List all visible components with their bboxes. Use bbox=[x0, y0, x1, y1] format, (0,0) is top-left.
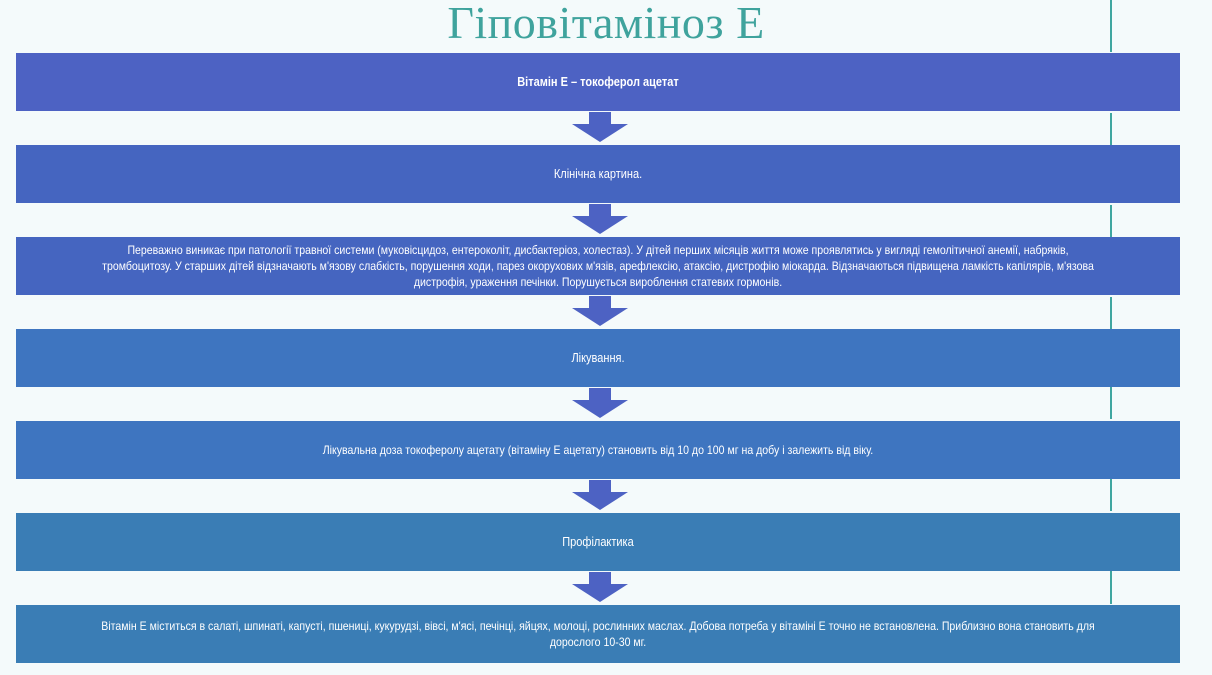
flow-box-text: Клінічна картина. bbox=[553, 167, 643, 181]
decorative-tick-line bbox=[1110, 297, 1112, 334]
flow-box-prophylaxis-body: Вітамін Е міститься в салаті, шпинаті, к… bbox=[16, 605, 1180, 663]
down-arrow-icon bbox=[572, 112, 628, 142]
decorative-tick-line bbox=[1110, 474, 1112, 511]
down-arrow-icon bbox=[572, 480, 628, 510]
arrow-stem bbox=[589, 572, 611, 585]
down-arrow-icon bbox=[572, 204, 628, 234]
arrow-head bbox=[572, 492, 628, 510]
arrow-stem bbox=[589, 204, 611, 217]
flow-box-text: Вітамін Е міститься в салаті, шпинаті, к… bbox=[101, 619, 1095, 649]
arrow-head bbox=[572, 584, 628, 602]
arrow-head bbox=[572, 400, 628, 418]
flow-box-text: Профілактика bbox=[562, 535, 634, 549]
decorative-tick-line bbox=[1110, 0, 1112, 52]
decorative-tick-line bbox=[1110, 113, 1112, 149]
flow-box-text: Лікувальна доза токоферолу ацетату (віта… bbox=[322, 443, 874, 457]
flow-box-clinical-picture-heading: Клінічна картина. bbox=[16, 145, 1180, 203]
arrow-head bbox=[572, 308, 628, 326]
flow-box-text: Вітамін Е – токоферол ацетат bbox=[517, 75, 679, 89]
flow-box-text: Переважно виникає при патології травної … bbox=[102, 243, 1094, 289]
down-arrow-icon bbox=[572, 572, 628, 602]
arrow-head bbox=[572, 216, 628, 234]
decorative-tick-line bbox=[1110, 205, 1112, 239]
flow-box-treatment-body: Лікувальна доза токоферолу ацетату (віта… bbox=[16, 421, 1180, 479]
down-arrow-icon bbox=[572, 296, 628, 326]
slide-title: Гіповітаміноз Е bbox=[447, 0, 765, 48]
flow-box-vitamin-definition: Вітамін Е – токоферол ацетат bbox=[16, 53, 1180, 111]
flow-box-treatment-heading: Лікування. bbox=[16, 329, 1180, 387]
down-arrow-icon bbox=[572, 388, 628, 418]
arrow-stem bbox=[589, 388, 611, 401]
arrow-stem bbox=[589, 296, 611, 309]
decorative-tick-line bbox=[1110, 382, 1112, 419]
arrow-stem bbox=[589, 112, 611, 125]
flow-box-text: Лікування. bbox=[571, 351, 625, 365]
arrow-stem bbox=[589, 480, 611, 493]
arrow-head bbox=[572, 124, 628, 142]
flow-box-clinical-picture-body: Переважно виникає при патології травної … bbox=[16, 237, 1180, 295]
flow-box-prophylaxis-heading: Профілактика bbox=[16, 513, 1180, 571]
decorative-tick-line bbox=[1110, 567, 1112, 604]
